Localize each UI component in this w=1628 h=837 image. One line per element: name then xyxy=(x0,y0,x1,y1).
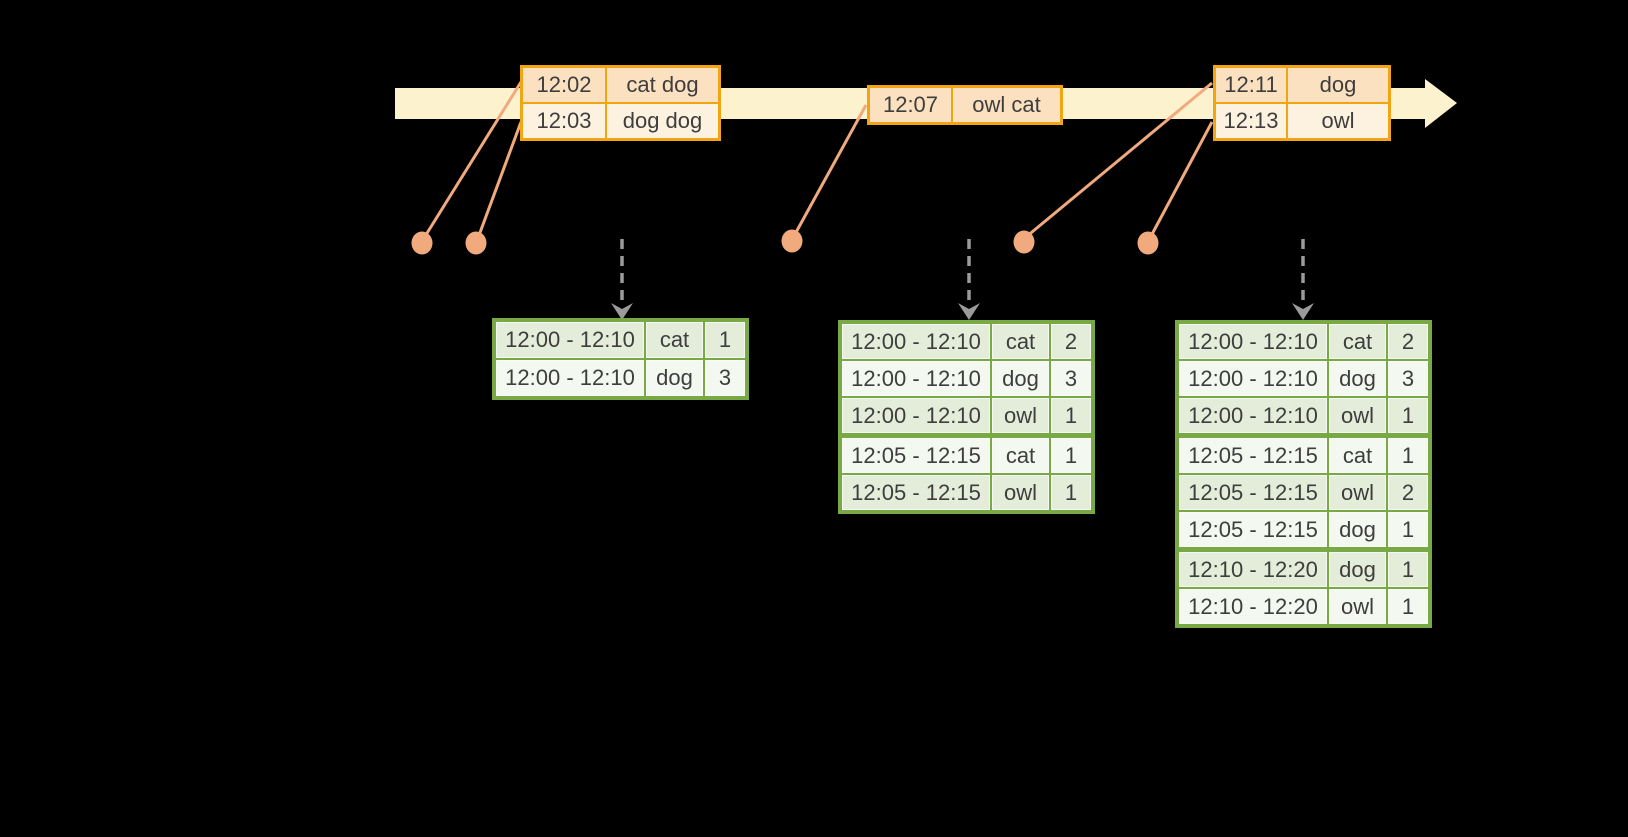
count-cell: 3 xyxy=(1386,359,1431,398)
window-cell: 12:00 - 12:10 xyxy=(1176,359,1329,398)
word-cell: owl xyxy=(1327,396,1388,438)
event-connector-line xyxy=(422,81,523,239)
table-row: 12:05 - 12:15 owl 2 xyxy=(1176,473,1431,512)
window-cell: 12:00 - 12:10 xyxy=(493,358,646,399)
event-dot xyxy=(411,231,433,255)
count-cell: 3 xyxy=(703,358,748,399)
window-cell: 12:00 - 12:10 xyxy=(1176,396,1329,438)
table-row: 12:10 - 12:20 dog 1 xyxy=(1176,548,1431,589)
table-row: 12:05 - 12:15 cat 1 xyxy=(1176,434,1431,475)
table-row: 12:00 - 12:10 dog 3 xyxy=(493,358,748,399)
word-cell: cat xyxy=(644,319,705,360)
count-cell: 1 xyxy=(1386,434,1431,475)
table-row: 12:13 owl xyxy=(1213,102,1391,141)
word-cell: cat xyxy=(1327,434,1388,475)
event-time-cell: 12:07 xyxy=(867,85,953,125)
table-row: 12:00 - 12:10 owl 1 xyxy=(1176,396,1431,438)
window-cell: 12:05 - 12:15 xyxy=(1176,434,1329,475)
event-dot xyxy=(781,229,803,253)
word-cell: owl xyxy=(990,473,1051,513)
window-cell: 12:05 - 12:15 xyxy=(839,434,992,475)
event-dot xyxy=(465,231,487,255)
window-cell: 12:05 - 12:15 xyxy=(1176,473,1329,512)
event-words-cell: dog xyxy=(1286,65,1391,104)
result-table-1: 12:00 - 12:10 cat 1 12:00 - 12:10 dog 3 xyxy=(492,318,749,400)
table-row: 12:00 - 12:10 dog 3 xyxy=(1176,359,1431,398)
timeline-arrowhead-icon xyxy=(1425,79,1457,128)
event-words-cell: dog dog xyxy=(605,102,721,141)
window-cell: 12:05 - 12:15 xyxy=(1176,510,1329,552)
trigger-arrowhead-icon xyxy=(1292,303,1314,320)
event-connector-line xyxy=(1025,81,1213,239)
event-table-1: 12:02 cat dog 12:03 dog dog xyxy=(520,65,721,141)
word-cell: dog xyxy=(1327,359,1388,398)
window-cell: 12:05 - 12:15 xyxy=(839,473,992,513)
trigger-arrowhead-icon xyxy=(958,303,980,320)
word-cell: owl xyxy=(1327,587,1388,627)
table-row: 12:00 - 12:10 cat 2 xyxy=(839,321,1094,361)
word-cell: dog xyxy=(1327,548,1388,589)
window-cell: 12:00 - 12:10 xyxy=(839,396,992,438)
word-cell: dog xyxy=(990,359,1051,398)
event-time-cell: 12:02 xyxy=(520,65,607,104)
word-cell: owl xyxy=(1327,473,1388,512)
word-cell: dog xyxy=(1327,510,1388,552)
word-cell: cat xyxy=(990,434,1051,475)
table-row: 12:03 dog dog xyxy=(520,102,721,141)
table-row: 12:11 dog xyxy=(1213,65,1391,104)
event-words-cell: cat dog xyxy=(605,65,721,104)
event-connector-line xyxy=(1148,121,1214,239)
table-row: 12:02 cat dog xyxy=(520,65,721,104)
count-cell: 1 xyxy=(703,319,748,360)
window-cell: 12:10 - 12:20 xyxy=(1176,587,1329,627)
window-cell: 12:00 - 12:10 xyxy=(493,319,646,360)
table-row: 12:10 - 12:20 owl 1 xyxy=(1176,587,1431,627)
count-cell: 3 xyxy=(1049,359,1094,398)
window-cell: 12:00 - 12:10 xyxy=(839,321,992,361)
event-words-cell: owl xyxy=(1286,102,1391,141)
word-cell: cat xyxy=(990,321,1051,361)
result-table-2: 12:00 - 12:10 cat 2 12:00 - 12:10 dog 3 … xyxy=(838,320,1095,514)
word-cell: dog xyxy=(644,358,705,399)
table-row: 12:00 - 12:10 dog 3 xyxy=(839,359,1094,398)
word-cell: owl xyxy=(990,396,1051,438)
count-cell: 2 xyxy=(1386,321,1431,361)
event-connector-line xyxy=(792,104,868,237)
event-time-cell: 12:13 xyxy=(1213,102,1288,141)
result-table-3: 12:00 - 12:10 cat 2 12:00 - 12:10 dog 3 … xyxy=(1175,320,1432,628)
event-time-cell: 12:03 xyxy=(520,102,607,141)
table-row: 12:05 - 12:15 dog 1 xyxy=(1176,510,1431,552)
count-cell: 1 xyxy=(1386,396,1431,438)
count-cell: 2 xyxy=(1049,321,1094,361)
count-cell: 1 xyxy=(1386,510,1431,552)
table-row: 12:07 owl cat xyxy=(867,85,1063,125)
count-cell: 1 xyxy=(1049,473,1094,513)
count-cell: 1 xyxy=(1386,587,1431,627)
count-cell: 2 xyxy=(1386,473,1431,512)
window-cell: 12:10 - 12:20 xyxy=(1176,548,1329,589)
table-row: 12:05 - 12:15 owl 1 xyxy=(839,473,1094,513)
event-table-3: 12:11 dog 12:13 owl xyxy=(1213,65,1391,141)
count-cell: 1 xyxy=(1386,548,1431,589)
table-row: 12:00 - 12:10 cat 1 xyxy=(493,319,748,360)
count-cell: 1 xyxy=(1049,396,1094,438)
event-dot xyxy=(1137,231,1159,255)
trigger-arrowhead-icon xyxy=(611,303,633,320)
count-cell: 1 xyxy=(1049,434,1094,475)
event-dot xyxy=(1013,230,1035,254)
window-cell: 12:00 - 12:10 xyxy=(839,359,992,398)
event-time-cell: 12:11 xyxy=(1213,65,1288,104)
window-cell: 12:00 - 12:10 xyxy=(1176,321,1329,361)
event-table-2: 12:07 owl cat xyxy=(867,85,1063,125)
table-row: 12:05 - 12:15 cat 1 xyxy=(839,434,1094,475)
event-connector-line xyxy=(476,121,523,239)
table-row: 12:00 - 12:10 owl 1 xyxy=(839,396,1094,438)
word-cell: cat xyxy=(1327,321,1388,361)
table-row: 12:00 - 12:10 cat 2 xyxy=(1176,321,1431,361)
event-words-cell: owl cat xyxy=(951,85,1063,125)
